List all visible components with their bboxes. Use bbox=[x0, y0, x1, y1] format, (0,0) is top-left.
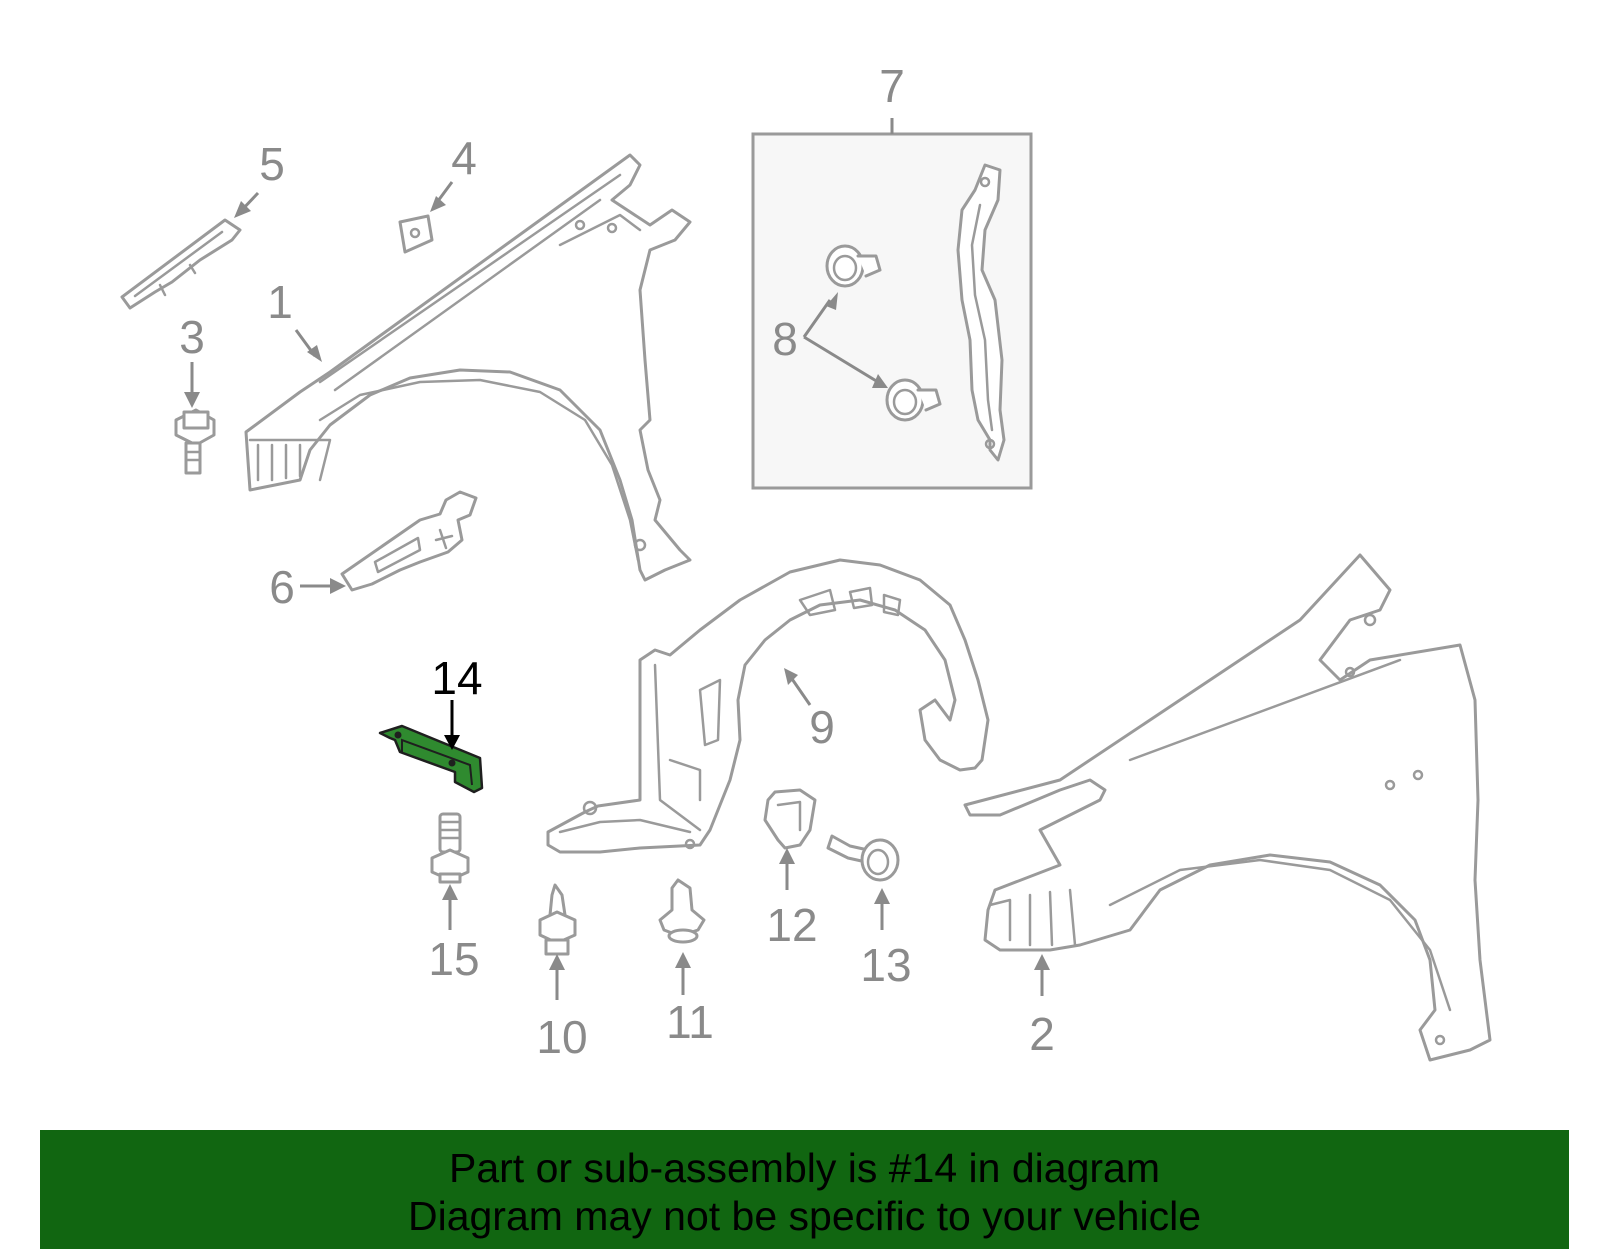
callout-3: 3 bbox=[179, 311, 205, 363]
callout-6: 6 bbox=[269, 561, 295, 613]
part-12-clip bbox=[763, 788, 817, 850]
parts-diagram: 1 2 3 4 5 6 7 8 9 10 11 12 13 14 15 bbox=[120, 60, 1492, 1063]
callout-12: 12 bbox=[766, 899, 817, 951]
callout-7: 7 bbox=[879, 60, 905, 112]
part-5-molding bbox=[120, 218, 242, 310]
callout-11: 11 bbox=[666, 996, 714, 1048]
part-13-grommet bbox=[826, 834, 900, 882]
callout-4: 4 bbox=[451, 132, 477, 184]
part-10-bolt bbox=[538, 883, 577, 956]
callout-9: 9 bbox=[809, 701, 835, 753]
part-14-bracket-highlighted bbox=[378, 724, 484, 794]
part-4-seal bbox=[398, 214, 434, 254]
part-11-clip bbox=[658, 878, 706, 944]
part-9-fender-liner bbox=[546, 558, 990, 854]
part-7-shield bbox=[956, 163, 1006, 462]
callout-8: 8 bbox=[772, 313, 798, 365]
callout-1: 1 bbox=[267, 276, 293, 328]
callout-15: 15 bbox=[428, 933, 479, 985]
callout-13: 13 bbox=[860, 939, 911, 991]
callout-14: 14 bbox=[431, 652, 482, 704]
callout-2: 2 bbox=[1029, 1008, 1055, 1060]
part-8-clip-b bbox=[885, 378, 942, 422]
info-banner: Part or sub-assembly is #14 in diagram D… bbox=[40, 1130, 1569, 1249]
part-15-bolt bbox=[430, 812, 470, 884]
part-8-clip-a bbox=[825, 244, 882, 288]
part-1-fender-left bbox=[244, 153, 692, 582]
banner-line-2: Diagram may not be specific to your vehi… bbox=[407, 1193, 1201, 1239]
callout-5: 5 bbox=[259, 138, 285, 190]
part-3-bolt bbox=[174, 408, 216, 475]
banner-line-1: Part or sub-assembly is #14 in diagram bbox=[449, 1145, 1160, 1191]
part-2-fender-right bbox=[963, 553, 1492, 1062]
part-6-bracket bbox=[340, 490, 478, 592]
callout-10: 10 bbox=[536, 1011, 587, 1063]
